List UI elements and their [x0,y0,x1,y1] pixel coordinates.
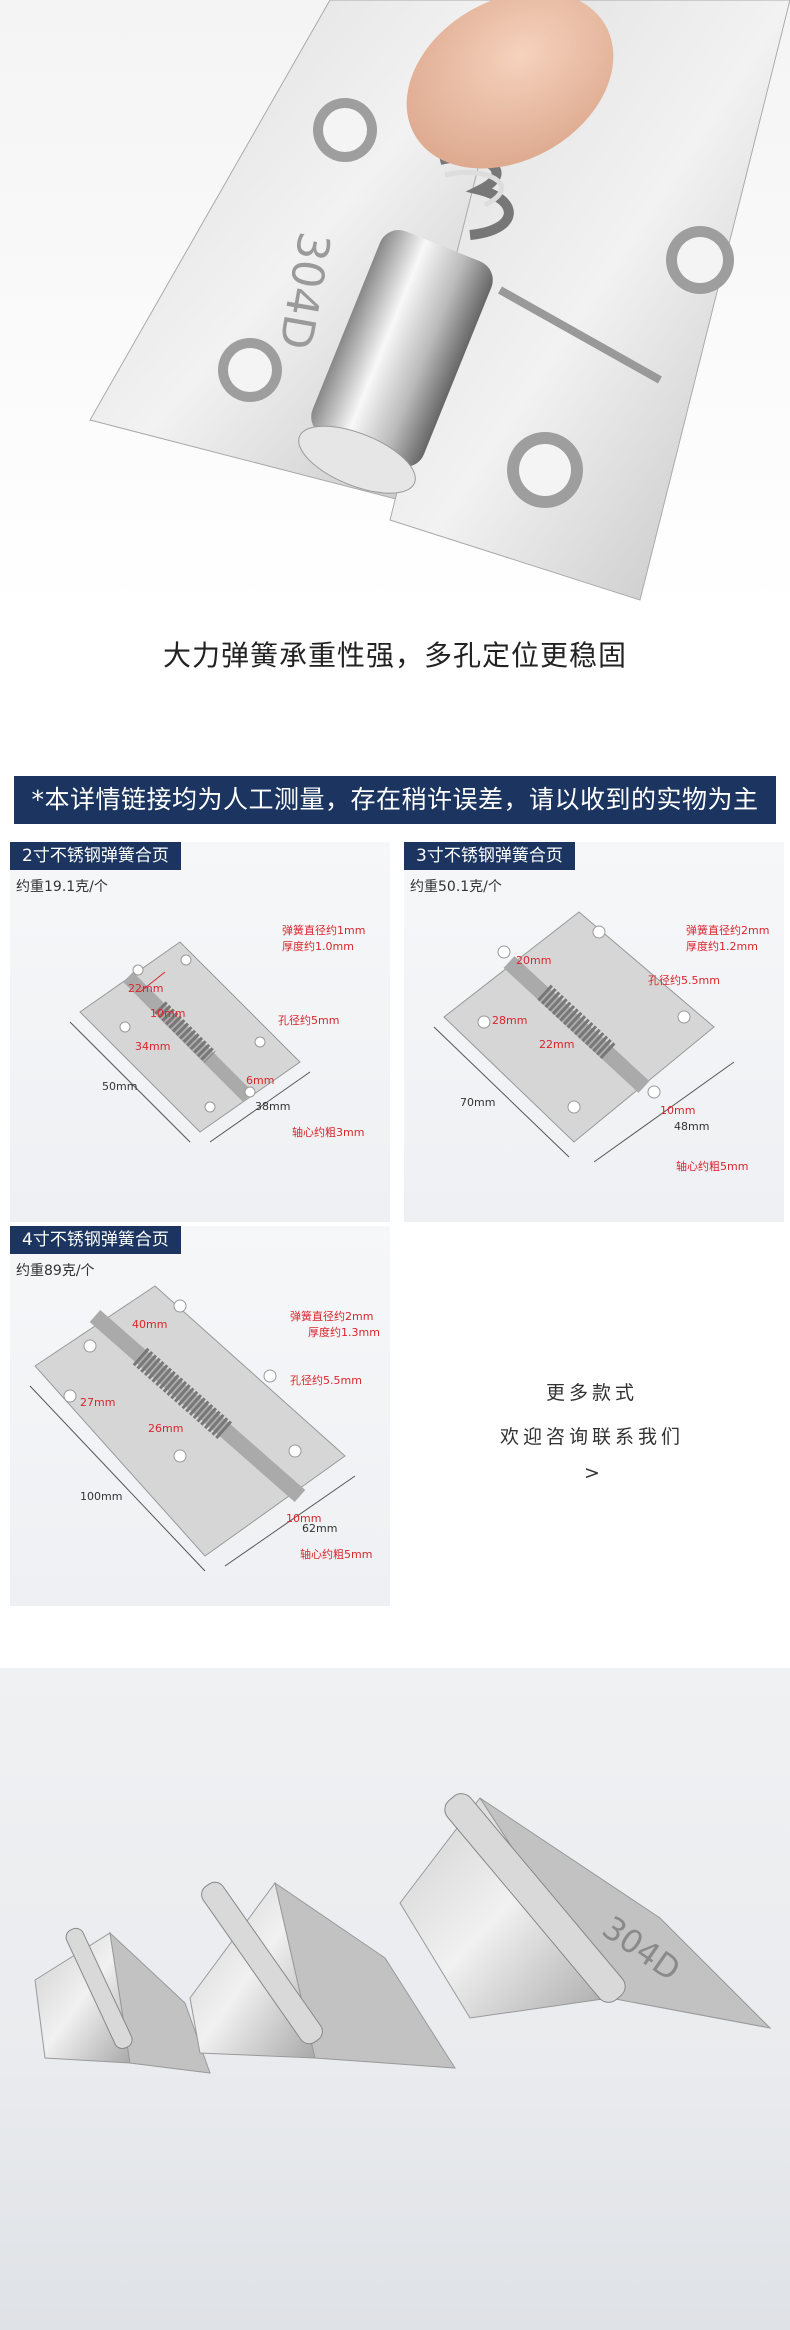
axis-diameter: 轴心约粗5mm [300,1548,373,1561]
plate-thickness: 厚度约1.2mm [686,940,758,953]
dimension-line [593,1061,735,1163]
dim-3: 26mm [148,1422,184,1435]
dim-2: 22mm [539,1038,575,1051]
dimension-line [209,1071,311,1143]
spring-coil-icon [132,1347,233,1440]
spring-diameter: 弹簧直径约1mm [282,924,366,937]
contact-us-text: 欢迎咨询联系我们 [499,1426,684,1448]
dim-1: 20mm [516,954,552,967]
spring-leg [498,286,662,384]
hero-hinge-illustration: 304D [89,0,790,601]
dim-length: 70mm [460,1096,496,1109]
small-hinge [34,1927,211,2074]
dim-4: 10mm [286,1512,322,1525]
chevron-right-icon[interactable]: > [584,1462,600,1484]
hinge-plate [34,1285,346,1557]
mounting-hole-icon [218,98,734,508]
large-hinge: 304D [399,1793,772,2029]
mounting-hole-icon [119,954,266,1113]
dim-3: 28mm [492,1014,528,1027]
spec-card-2inch: 2寸不锈钢弹簧合页 约重19.1克/个 弹簧直径约1mm 厚度约1.0mm 孔径… [10,842,390,1222]
dim-2: 27mm [80,1396,116,1409]
dim-width: 48mm [674,1120,710,1133]
spring-coil-icon [154,1001,216,1063]
dim-width: 62mm [302,1522,338,1535]
card-weight: 约重19.1克/个 [16,879,108,895]
dimension-line [139,971,166,993]
dim-1: 40mm [132,1318,168,1331]
dimension-line [224,1475,356,1567]
card-title: 3寸不锈钢弹簧合页 [404,842,575,870]
dimension-line [29,1385,206,1572]
hole-diameter: 孔径约5.5mm [648,974,720,987]
card-weight: 约重89克/个 [16,1263,95,1279]
measurement-notice: *本详情链接均为人工测量，存在稍许误差，请以收到的实物为主 [14,776,776,824]
dim-length: 50mm [102,1080,138,1093]
card-title: 2寸不锈钢弹簧合页 [10,842,181,870]
more-styles-title: 更多款式 [545,1382,638,1404]
hinge-diagram-4inch [29,1285,356,1572]
hinge-barrel [298,230,493,494]
dimension-line [433,1026,570,1158]
card-title: 4寸不锈钢弹簧合页 [10,1226,181,1254]
axis-diameter: 轴心约粗3mm [292,1126,365,1139]
dim-3: 34mm [135,1040,171,1053]
dim-1: 22mm [128,982,164,995]
hinge-diagram-3inch [433,911,735,1163]
hinge-lineup-illustration: 304D [34,1793,772,2074]
plate-thickness: 厚度约1.0mm [282,940,354,953]
hero-caption: 大力弹簧承重性强，多孔定位更稳固 [162,639,627,672]
mounting-hole-icon [477,925,691,1114]
plate-thickness: 厚度约1.3mm [308,1326,380,1339]
finger [406,0,614,169]
hero-photo: 304D [0,0,790,610]
more-styles-panel[interactable]: 更多款式 欢迎咨询联系我们 > [404,1226,780,1606]
medium-hinge [189,1881,456,2069]
dim-width: 38mm [255,1100,291,1113]
dimension-line [69,1021,191,1143]
dim-4: 10mm [660,1104,696,1117]
hinge-diagram-2inch [69,941,311,1143]
axis-diameter: 轴心约粗5mm [676,1160,749,1173]
dim-2: 10mm [150,1007,186,1020]
hole-diameter: 孔径约5mm [278,1014,340,1027]
spec-card-3inch: 3寸不锈钢弹簧合页 约重50.1克/个 弹簧直径约2mm 厚度约1.2mm 孔径… [404,842,784,1222]
spring-diameter: 弹簧直径约2mm [686,924,770,937]
mounting-hole-icon [63,1299,302,1463]
hole-diameter: 孔径约5.5mm [290,1374,362,1387]
card-weight: 约重50.1克/个 [410,879,502,895]
spring-diameter: 弹簧直径约2mm [290,1310,374,1323]
dim-length: 100mm [80,1490,123,1503]
dim-4: 6mm [246,1074,275,1087]
spec-card-4inch: 4寸不锈钢弹簧合页 约重89克/个 弹簧直径约2mm 厚度约1.3mm 孔径约5… [10,1226,390,1606]
product-lineup-photo: 304D [0,1668,790,2330]
